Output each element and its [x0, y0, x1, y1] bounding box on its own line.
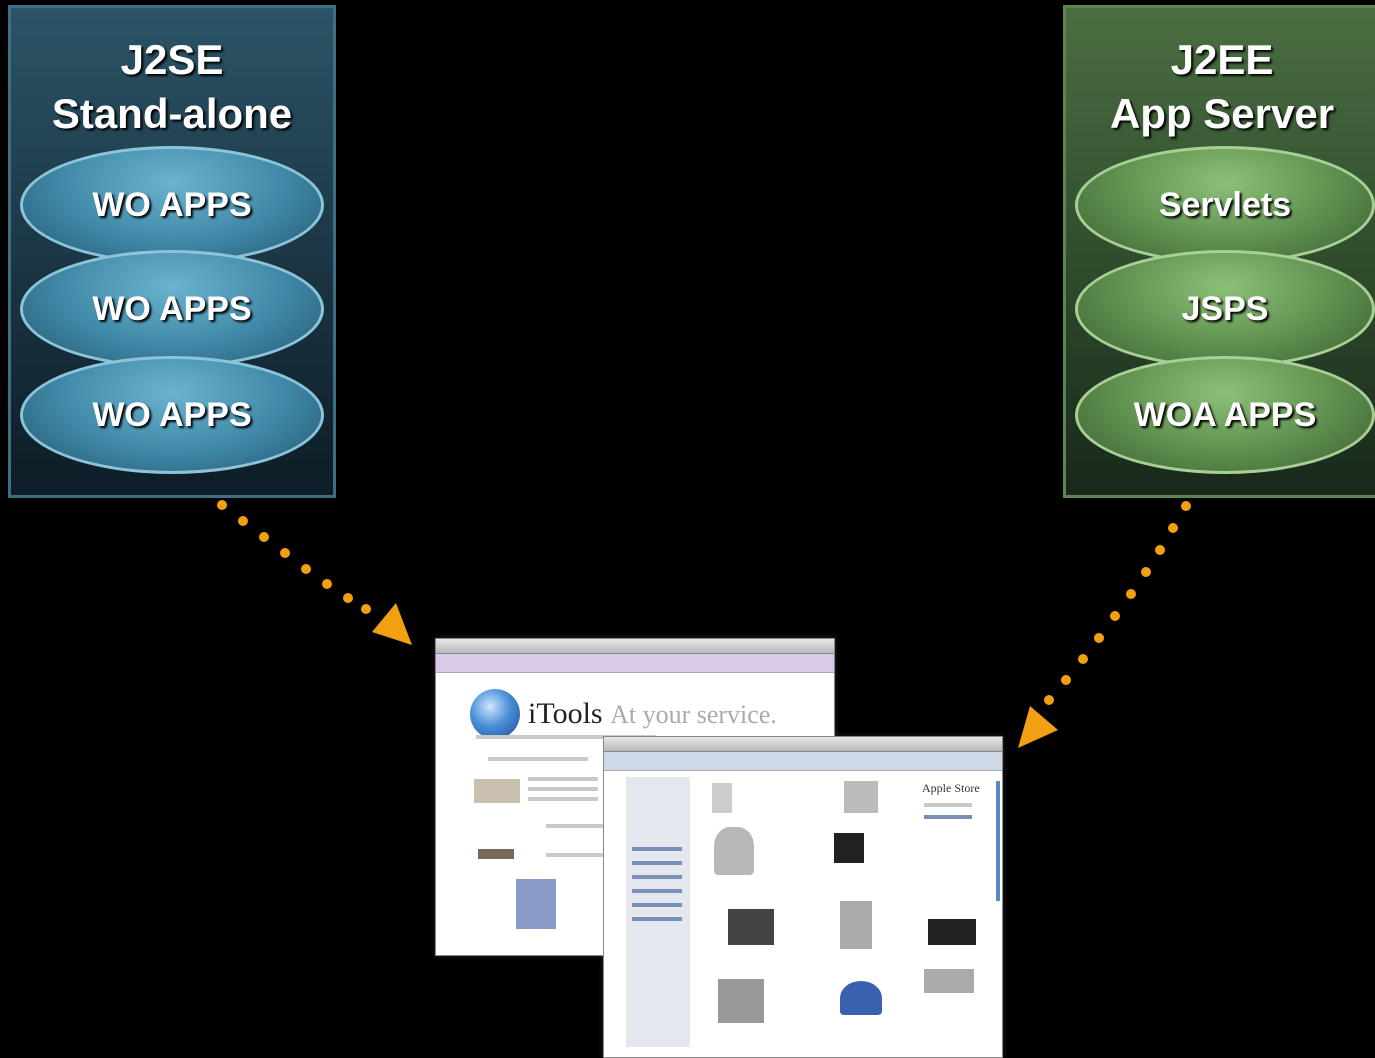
wo-apps-ellipse: WO APPS	[20, 356, 324, 474]
store-sidebar	[626, 777, 690, 1047]
apple-store-title: Apple Store	[922, 781, 980, 795]
itools-logo	[470, 689, 520, 739]
left-dotted-arrow	[217, 500, 412, 645]
itools-heading-text: iTools	[528, 697, 603, 730]
window-tabs	[436, 654, 834, 673]
window-titlebar	[436, 639, 834, 654]
j2se-title: J2SE	[120, 36, 224, 83]
wo-apps-ellipse: WO APPS	[20, 146, 324, 264]
woa-apps-ellipse: WOA APPS	[1075, 356, 1375, 474]
j2se-subtitle: Stand-alone	[51, 90, 293, 137]
itools-heading: iTools At your service.	[528, 697, 777, 731]
servlets-ellipse: Servlets	[1075, 146, 1375, 264]
itools-tagline: At your service.	[610, 700, 777, 729]
window-titlebar	[604, 737, 1002, 752]
right-dotted-arrow	[1018, 501, 1191, 748]
apple-store-screenshot: Apple Store	[603, 736, 1003, 1058]
window-tabs	[604, 752, 1002, 771]
right-arrowhead	[1018, 706, 1058, 748]
left-arrowhead	[372, 603, 412, 645]
j2ee-subtitle: App Server	[1109, 90, 1335, 137]
j2ee-title: J2EE	[1170, 36, 1274, 83]
